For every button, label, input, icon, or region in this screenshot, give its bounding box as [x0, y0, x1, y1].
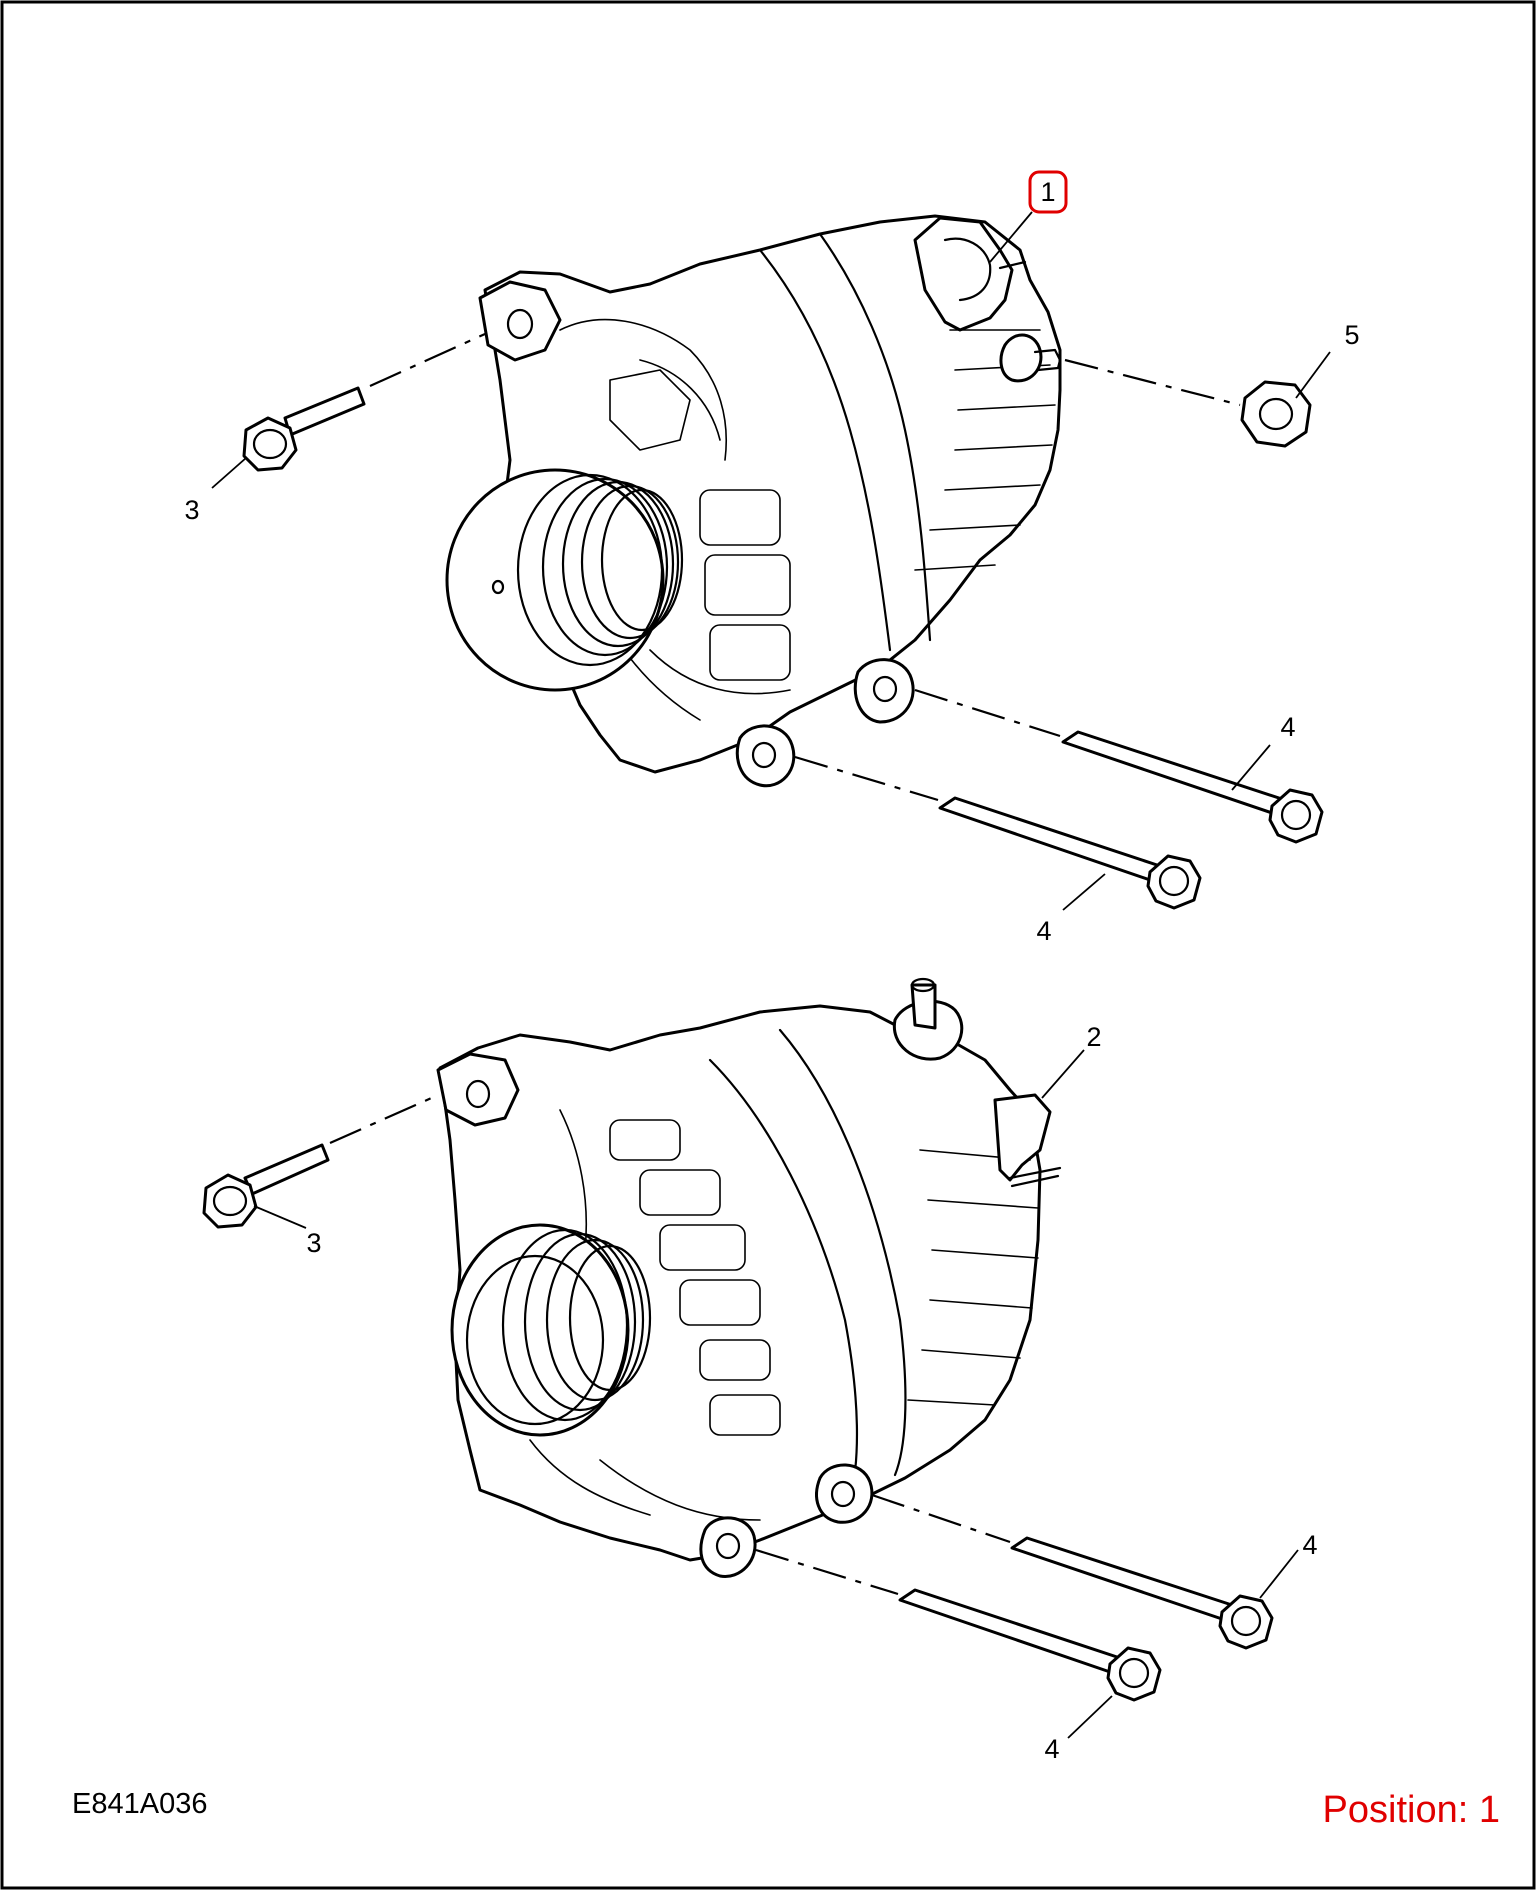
bottom-bolt-3: [202, 1143, 330, 1229]
leader-top-4b: [1062, 873, 1106, 911]
callout-bottom-3[interactable]: 3: [306, 1228, 321, 1258]
top-bolt-4-upper: [1061, 730, 1324, 844]
callout-bottom-4b[interactable]: 4: [1044, 1734, 1059, 1764]
callout-top-5[interactable]: 5: [1344, 320, 1359, 350]
callout-bottom-4a[interactable]: 4: [1302, 1530, 1317, 1560]
callout-1-highlight-box[interactable]: [1028, 170, 1068, 214]
top-nut-5-axis: [1064, 358, 1241, 407]
top-bolt-3-axis: [369, 332, 486, 388]
leader-bottom-4a: [1259, 1549, 1299, 1599]
leader-top-5: [1295, 351, 1331, 399]
top-bolt-4-lower: [938, 796, 1202, 910]
leader-top-3: [211, 457, 247, 489]
callout-top-4b[interactable]: 4: [1036, 916, 1051, 946]
top-nut-5: [1240, 380, 1312, 448]
illustration-code: E841A036: [72, 1788, 207, 1820]
bottom-bolt-3-axis: [329, 1094, 437, 1145]
callout-top-3[interactable]: 3: [184, 495, 199, 525]
top-bolt-4-upper-axis: [914, 688, 1061, 738]
bottom-alternator: [436, 977, 1062, 1578]
callout-top-1[interactable]: 1: [1040, 177, 1055, 207]
bottom-bolt-4-lower-axis: [755, 1548, 899, 1596]
top-bolt-4-lower-axis: [794, 755, 939, 802]
leader-bottom-2: [1041, 1049, 1085, 1099]
bottom-bolt-4-lower: [898, 1588, 1162, 1702]
leader-bottom-4b: [1067, 1695, 1113, 1739]
leader-top-1: [989, 211, 1033, 263]
top-bolt-3: [242, 386, 366, 472]
callout-bottom-2[interactable]: 2: [1086, 1022, 1101, 1052]
top-alternator: [445, 214, 1062, 788]
bottom-bolt-4-upper-axis: [871, 1493, 1011, 1544]
leader-top-4a: [1231, 744, 1271, 791]
position-label: Position: 1: [1323, 1789, 1500, 1831]
bottom-bolt-4-upper: [1010, 1536, 1274, 1650]
callout-top-4a[interactable]: 4: [1280, 712, 1295, 742]
leader-bottom-3: [253, 1205, 307, 1229]
